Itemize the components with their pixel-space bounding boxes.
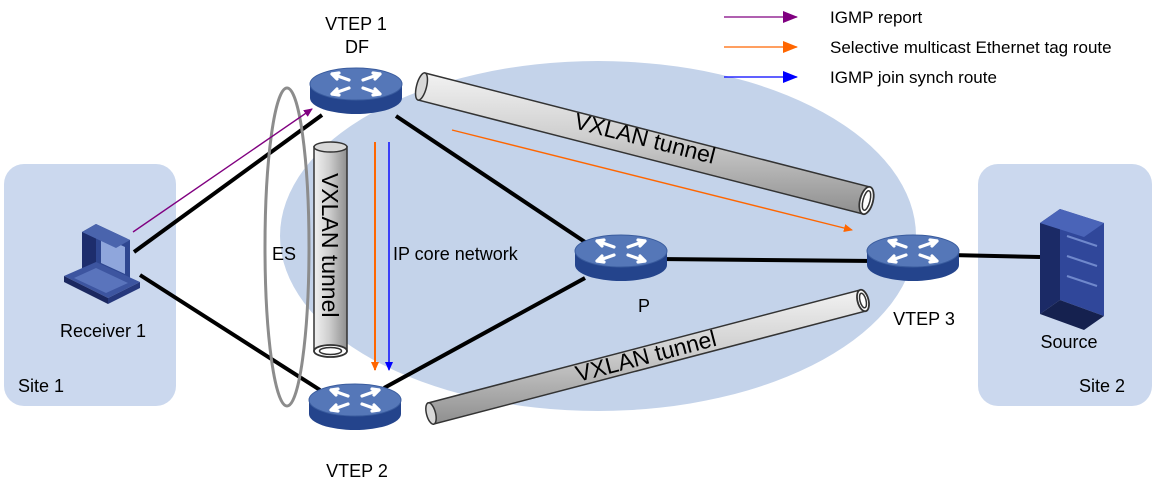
- link-p-vtep3: [657, 257, 876, 263]
- ip-core-network-label: IP core network: [393, 244, 519, 264]
- p-label: P: [638, 296, 650, 316]
- receiver-label: Receiver 1: [60, 321, 146, 341]
- link-receiver-vtep1: [132, 113, 324, 254]
- vtep2-label: VTEP 2: [326, 461, 388, 481]
- df-label: DF: [345, 37, 369, 57]
- link-vtep2-p: [383, 276, 586, 390]
- vxlan-tunnel-bottom: [425, 288, 870, 425]
- vtep3-label: VTEP 3: [893, 309, 955, 329]
- vxlan-tunnel-vertical-label: VXLAN tunnel: [317, 173, 343, 317]
- igmp-report-arrow: [132, 108, 313, 233]
- legend-selective-route-label: Selective multicast Ethernet tag route: [830, 38, 1112, 57]
- link-receiver-vtep2: [138, 273, 322, 392]
- vxlan-tunnel-top: [414, 72, 875, 216]
- link-vtep3-source: [949, 253, 1041, 259]
- vxlan-tunnel-vertical: [313, 141, 348, 358]
- vtep1-label: VTEP 1: [325, 14, 387, 34]
- legend-join-synch-route-label: IGMP join synch route: [830, 68, 997, 87]
- legend-igmp-report-label: IGMP report: [830, 8, 923, 27]
- site-2-label: Site 2: [1079, 376, 1125, 396]
- source-label: Source: [1040, 332, 1097, 352]
- receiver-computer-icon: [64, 224, 140, 304]
- es-ellipse: [263, 86, 311, 408]
- p-router-icon: [574, 234, 668, 281]
- vtep3-router-icon: [866, 234, 960, 281]
- site-1-label: Site 1: [18, 376, 64, 396]
- source-server-icon: [1040, 209, 1104, 330]
- vtep2-router-icon: [308, 383, 402, 430]
- vtep1-router-icon: [309, 67, 403, 114]
- es-label: ES: [272, 244, 296, 264]
- selective-route-arrow-vtep3: [451, 129, 853, 232]
- link-vtep1-p: [394, 114, 587, 244]
- legend: IGMP report Selective multicast Ethernet…: [724, 8, 1112, 87]
- network-links: [132, 113, 1041, 392]
